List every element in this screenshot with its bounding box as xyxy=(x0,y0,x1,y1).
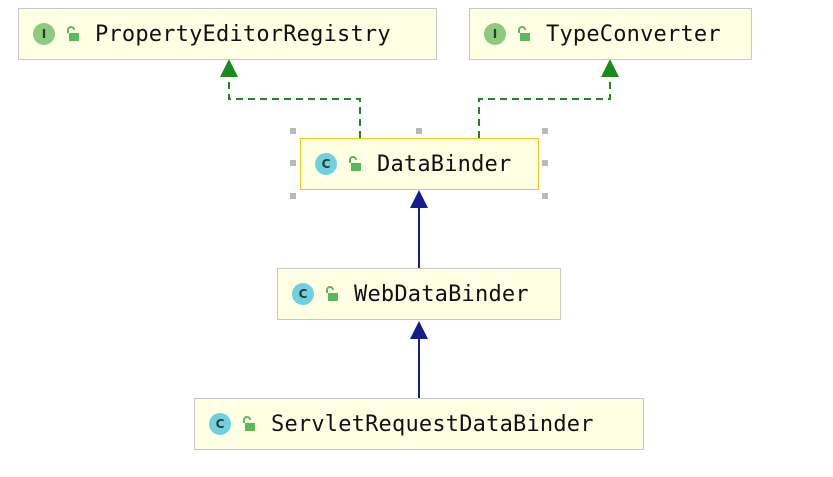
selection-handle-left[interactable] xyxy=(290,160,296,166)
selection-handle-top-right[interactable] xyxy=(542,128,548,134)
open-lock-icon xyxy=(243,416,255,431)
node-web-data-binder[interactable]: C WebDataBinder xyxy=(277,268,561,320)
node-data-binder[interactable]: C DataBinder xyxy=(300,138,539,190)
open-lock-icon xyxy=(349,156,361,171)
selection-handle-top[interactable] xyxy=(416,128,422,134)
class-badge-icon: C xyxy=(209,413,231,435)
node-property-editor-registry[interactable]: I PropertyEditorRegistry xyxy=(18,8,437,60)
node-type-converter[interactable]: I TypeConverter xyxy=(469,8,752,60)
implements-edge-type-converter xyxy=(478,74,611,138)
selection-handle-bottom-right[interactable] xyxy=(542,193,548,199)
extends-arrowhead-data-binder xyxy=(410,190,428,208)
node-name: PropertyEditorRegistry xyxy=(95,21,391,47)
implements-edge-property-editor-registry xyxy=(228,74,361,138)
interface-badge-icon: I xyxy=(33,23,55,45)
extends-arrowhead-web-data-binder xyxy=(410,321,428,339)
open-lock-icon xyxy=(518,26,530,41)
open-lock-icon xyxy=(326,286,338,301)
implements-arrowhead-property-editor-registry xyxy=(220,59,238,77)
node-name: DataBinder xyxy=(377,151,512,177)
class-badge-icon: C xyxy=(315,153,337,175)
interface-badge-icon: I xyxy=(484,23,506,45)
node-servlet-request-data-binder[interactable]: C ServletRequestDataBinder xyxy=(194,398,644,450)
class-badge-icon: C xyxy=(292,283,314,305)
selection-handle-bottom-left[interactable] xyxy=(290,193,296,199)
open-lock-icon xyxy=(67,26,79,41)
node-name: ServletRequestDataBinder xyxy=(271,411,594,437)
selection-handle-top-left[interactable] xyxy=(290,128,296,134)
selection-handle-right[interactable] xyxy=(542,160,548,166)
node-name: TypeConverter xyxy=(546,21,721,47)
implements-arrowhead-type-converter xyxy=(601,59,619,77)
node-name: WebDataBinder xyxy=(354,281,529,307)
